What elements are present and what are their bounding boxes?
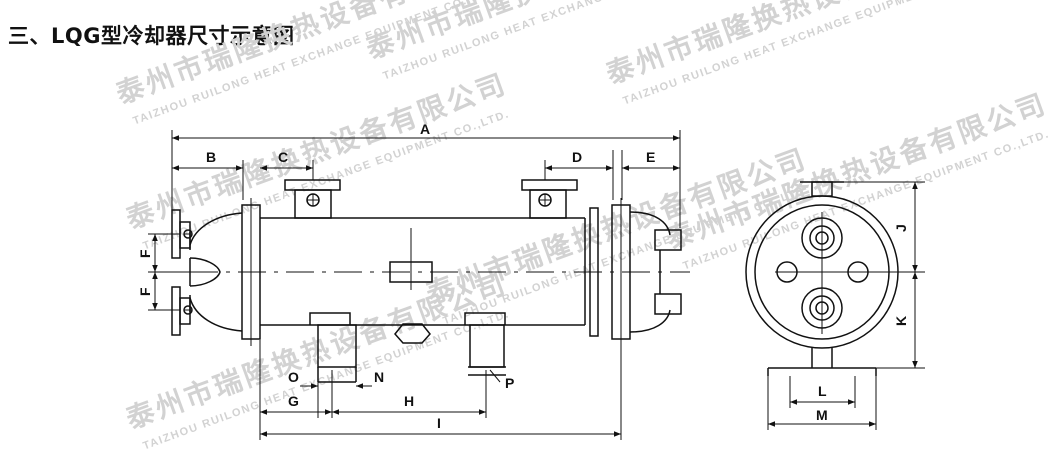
shell-body [190, 217, 690, 326]
end-view [745, 181, 899, 376]
page-title: 三、LQG型冷却器尺寸示意图 [8, 24, 295, 48]
dim-N-label: N [374, 369, 384, 385]
dim-K-label: K [893, 316, 909, 326]
left-flange [241, 198, 261, 346]
dim-M-label: M [816, 407, 828, 423]
top-nozzle-right [521, 179, 578, 219]
dim-A-label: A [420, 121, 430, 137]
dim-P-label: P [505, 375, 514, 391]
top-nozzle-left [284, 179, 341, 219]
dim-H-label: H [404, 393, 414, 409]
dim-I-label: I [437, 415, 441, 431]
dim-F-label: F [137, 287, 153, 296]
dim-L-label: L [818, 383, 827, 399]
bottom-support-left [309, 312, 357, 383]
right-flange [589, 198, 631, 346]
bottom-support-right [464, 312, 506, 376]
bottom-support-center [394, 323, 431, 344]
dim-O-label: O [288, 369, 299, 385]
dim-C-label: C [278, 149, 288, 165]
dim-D-label: D [572, 149, 582, 165]
dim-J-label: J [893, 224, 909, 232]
dim-E-label: E [646, 149, 655, 165]
dim-F-label: F [137, 249, 153, 258]
dim-G-label: G [288, 393, 299, 409]
dim-B-label: B [206, 149, 216, 165]
left-nozzle-bottom [171, 286, 193, 336]
right-head [629, 211, 682, 333]
center-baffle [389, 228, 433, 290]
